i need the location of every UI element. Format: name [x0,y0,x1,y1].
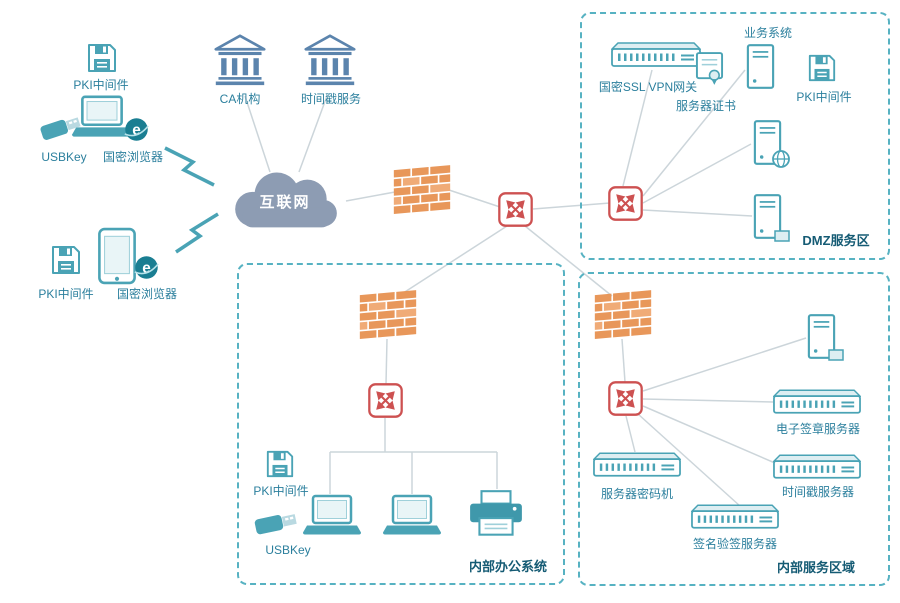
server-rack-icon [611,42,701,68]
server-certificate-label: 服务器证书 [675,99,736,113]
office-laptop-2 [382,494,442,542]
switch-icon [608,186,643,221]
office-zone-box [237,263,565,585]
pki-middleware-label-top: PKI中间件 [73,78,129,92]
ca-authority [213,34,267,91]
server-rack-icon [593,452,681,478]
floppy-disk-icon [86,42,118,74]
ie-browser-icon [123,116,150,143]
internal-switch [608,381,643,421]
timestamp-server-label: 时间戳服务器 [781,485,854,499]
gm-browser-top [123,116,150,148]
timestamp-server [773,454,861,485]
printer-icon [467,489,525,541]
internal-zone-label: 内部服务区域 [776,560,855,575]
laptop-icon [302,494,362,537]
timestamp-service [303,34,357,91]
firewall-icon [594,287,652,342]
lightning-bolt-icon [175,212,219,254]
server-tower-icon [744,43,777,90]
server-rack-icon [773,389,861,415]
switch-icon [498,192,533,227]
ssl-vpn-gateway-label: 国密SSL VPN网关 [598,80,698,94]
business-system-label: 业务系统 [743,26,792,40]
cloud-icon [235,172,337,228]
cipher-machine-label: 服务器密码机 [600,487,673,501]
pki-middleware-device-bottom [50,244,82,281]
floppy-disk-icon [807,53,837,83]
dmz-zone-label: DMZ服务区 [802,233,870,248]
internal-zone-box [578,272,890,586]
sign-verify-server-label: 签名验签服务器 [692,537,777,551]
cipher-machine [593,452,681,483]
floppy-disk-icon [265,449,295,479]
pki-middleware-label-office: PKI中间件 [253,484,309,498]
firewall-icon [393,162,451,217]
server-certificate [695,51,724,91]
ie-browser-icon [133,254,160,281]
ssl-vpn-gateway [611,42,701,73]
gm-browser-bottom [133,254,160,286]
internet-label: 互联网 [259,194,311,211]
firewall-office [359,287,417,347]
esign-server [773,389,861,420]
pki-middleware-device-top [86,42,118,79]
bank-building-icon [213,34,267,86]
pki-middleware-device-office [265,449,295,484]
floppy-disk-icon [50,244,82,276]
certificate-icon [695,51,724,86]
usbkey-label-top: USBKey [41,150,87,164]
switch-icon [368,383,403,418]
switch-icon [608,381,643,416]
gm-browser-label-bottom: 国密浏览器 [116,287,177,301]
sign-verify-server [691,504,779,535]
server-rack-icon [691,504,779,530]
esign-server-label: 电子签章服务器 [775,422,860,436]
ca-label: CA机构 [219,92,261,106]
dmz-switch [608,186,643,226]
globe-icon [771,149,791,169]
card-icon [828,349,844,361]
lightning-bolt-icon [164,146,215,187]
gm-browser-label-top: 国密浏览器 [102,150,163,164]
client-tablet [97,227,137,290]
office-zone-label: 内部办公系统 [468,559,547,574]
office-laptop-1 [302,494,362,542]
pki-middleware-label-dmz: PKI中间件 [796,90,852,104]
usbkey-label-office: USBKey [265,543,311,557]
internet-cloud: 互联网 [224,164,346,238]
firewall-internet [393,162,451,222]
firewall-icon [359,287,417,342]
dmz-zone-box [580,12,890,260]
laptop-icon [382,494,442,537]
firewall-internal [594,287,652,347]
business-server [744,43,777,95]
office-switch [368,383,403,423]
core-switch [498,192,533,232]
pki-middleware-label-bottom: PKI中间件 [38,287,94,301]
tablet-icon [97,227,137,285]
server-rack-icon [773,454,861,480]
office-printer [467,489,525,546]
bank-building-icon [303,34,357,86]
timestamp-service-label: 时间戳服务 [300,92,361,106]
card-overlay [828,348,844,366]
pki-middleware-device-dmz [807,53,837,88]
globe-overlay [771,149,791,174]
